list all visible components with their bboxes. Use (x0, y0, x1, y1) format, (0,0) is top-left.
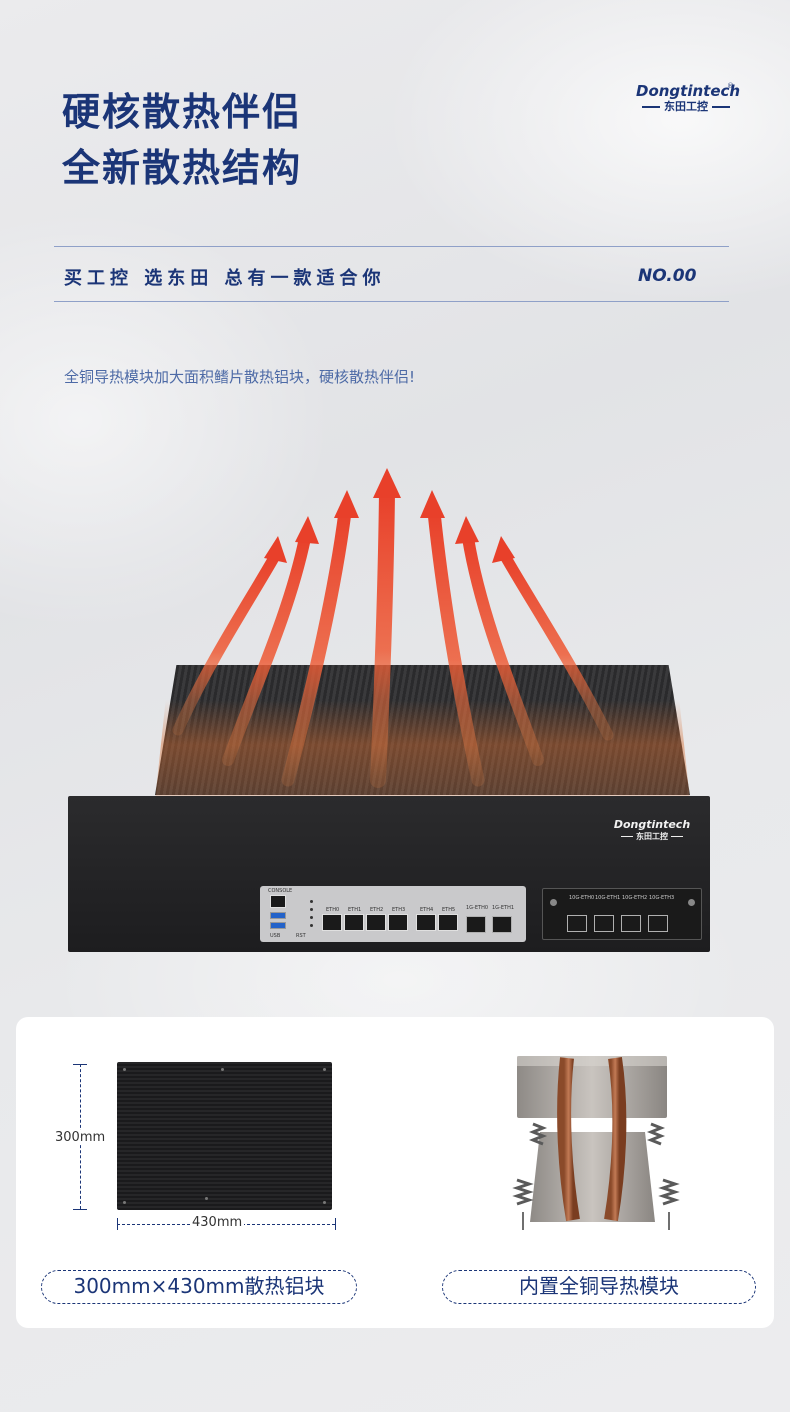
eth5-port (438, 914, 458, 931)
device-logo-cn-row: 东田工控 (612, 831, 692, 842)
divider-top (54, 246, 729, 247)
page-headline: 硬核散热伴侣 全新散热结构 (62, 84, 302, 196)
width-label: 430mm (190, 1215, 245, 1230)
caption-aluminium-block: 300mm×430mm散热铝块 (41, 1270, 357, 1304)
device-logo-rule-left (621, 836, 633, 837)
device-logo-en: Dongtintech (613, 818, 691, 831)
height-tick-bottom (73, 1209, 87, 1210)
plate-screw (205, 1197, 208, 1200)
slogan: 买工控 选东田 总有一款适合你 (64, 268, 386, 289)
plate-screw (123, 1068, 126, 1071)
sfp-10g-eth1-label: 10G-ETH1 (595, 895, 621, 901)
eth1-port (344, 914, 364, 931)
sfp-1g-eth1-port (492, 916, 512, 933)
aluminium-heatsink-plate (117, 1062, 332, 1210)
eth1-label: ETH1 (348, 907, 362, 913)
usb-port-1 (270, 912, 286, 919)
device-logo-rule-right (671, 836, 683, 837)
device-logo: Dongtintech 东田工控 (612, 818, 692, 842)
status-led-4 (310, 924, 313, 927)
sfp-10g-panel: 10G-ETH0 10G-ETH1 10G-ETH2 10G-ETH3 (542, 888, 702, 940)
product-illustration: Dongtintech 东田工控 CONSOLE USB RST ETH0 ET… (60, 460, 740, 960)
eth5-label: ETH5 (442, 907, 456, 913)
plate-screw (123, 1201, 126, 1204)
eth3-port (388, 914, 408, 931)
status-led-1 (310, 900, 313, 903)
eth4-port (416, 914, 436, 931)
panel-screw-left (550, 899, 557, 906)
sfp-10g-eth2-label: 10G-ETH2 (622, 895, 648, 901)
usb-label: USB (270, 933, 281, 939)
sfp-10g-eth0-port (567, 915, 587, 932)
registered-mark: ® (727, 82, 734, 90)
sfp-10g-eth0-label: 10G-ETH0 (569, 895, 595, 901)
plate-screw (221, 1068, 224, 1071)
status-led-3 (310, 916, 313, 919)
plate-screw (323, 1201, 326, 1204)
logo-brand-en: Dongtintech (636, 82, 741, 100)
headline-line-1: 硬核散热伴侣 (62, 90, 303, 134)
eth2-label: ETH2 (370, 907, 384, 913)
headline-line-2: 全新散热结构 (62, 146, 303, 190)
logo-brand-cn: 东田工控 (664, 100, 708, 113)
console-port (270, 895, 286, 908)
logo-rule-right (712, 106, 730, 108)
page-number: NO.00 (638, 266, 697, 286)
height-label: 300mm (54, 1130, 107, 1145)
eth3-label: ETH3 (392, 907, 406, 913)
plate-screw (323, 1068, 326, 1071)
sfp-1g-eth0-port (466, 916, 486, 933)
logo-rule-left (642, 106, 660, 108)
sfp-10g-eth3-port (648, 915, 668, 932)
panel-screw-right (688, 899, 695, 906)
eth2-port (366, 914, 386, 931)
width-tick-right (335, 1218, 336, 1230)
console-label: CONSOLE (268, 888, 293, 894)
divider-bottom (54, 301, 729, 302)
width-tick-left (117, 1218, 118, 1230)
eth0-label: ETH0 (326, 907, 340, 913)
sfp-10g-eth3-label: 10G-ETH3 (649, 895, 675, 901)
sfp-10g-eth1-port (594, 915, 614, 932)
device-front-panel: Dongtintech 东田工控 CONSOLE USB RST ETH0 ET… (68, 796, 710, 952)
logo-brand-cn-row: 东田工控 (636, 100, 736, 114)
eth0-port (322, 914, 342, 931)
sfp-1g-eth1-label: 1G-ETH1 (492, 905, 515, 911)
copper-heatpipe-module-icon (512, 1056, 680, 1230)
io-panel: CONSOLE USB RST ETH0 ETH1 ETH2 ETH3 ETH4… (260, 886, 526, 942)
height-tick-top (73, 1064, 87, 1065)
usb-port-2 (270, 922, 286, 929)
description: 全铜导热模块加大面积鳍片散热铝块，硬核散热伴侣! (64, 368, 416, 386)
sfp-1g-eth0-label: 1G-ETH0 (466, 905, 489, 911)
brand-logo: ® Dongtintech 东田工控 (636, 82, 741, 122)
eth4-label: ETH4 (420, 907, 434, 913)
rst-label: RST (296, 933, 306, 939)
caption-copper-module: 内置全铜导热模块 (442, 1270, 756, 1304)
heat-arrows-icon (172, 468, 614, 788)
device-logo-cn: 东田工控 (636, 832, 668, 841)
sfp-10g-eth2-port (621, 915, 641, 932)
status-led-2 (310, 908, 313, 911)
